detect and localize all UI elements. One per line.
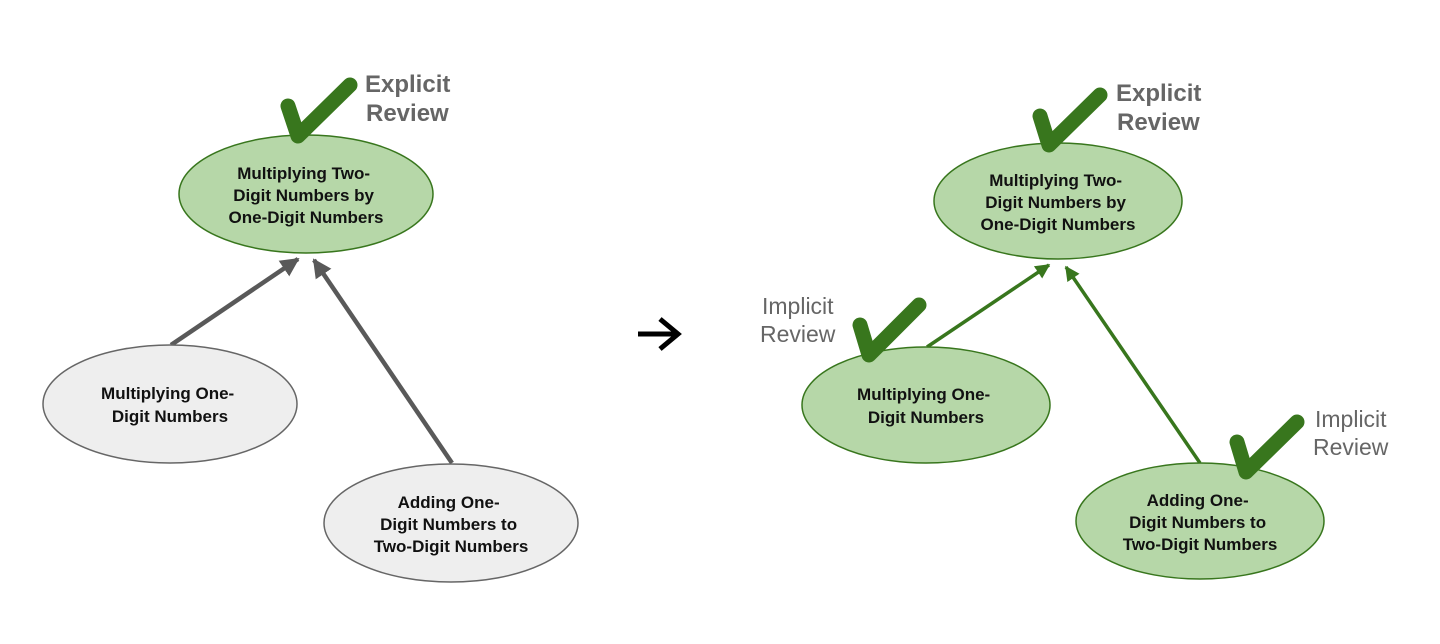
node-label-line: Two-Digit Numbers — [374, 537, 529, 556]
after-panel: Multiplying Two- Digit Numbers by One-Di… — [760, 80, 1393, 580]
review-label-line: Review — [1117, 109, 1200, 136]
checkmark-icon — [280, 77, 358, 144]
review-label-line: Implicit — [762, 293, 834, 319]
node-label-line: One-Digit Numbers — [981, 215, 1136, 234]
node-ellipse — [1075, 462, 1325, 580]
node-label-line: Multiplying Two- — [237, 164, 370, 183]
checkmark-icon — [852, 297, 927, 363]
node-b-left: Multiplying One- Digit Numbers — [42, 344, 298, 464]
node-label-line: Digit Numbers by — [233, 186, 374, 205]
review-label-implicit: Implicit Review — [760, 293, 840, 347]
node-label-line: Digit Numbers — [868, 408, 984, 427]
review-label-line: Review — [760, 321, 836, 347]
node-b-right: Adding One- Digit Numbers to Two-Digit N… — [323, 463, 579, 583]
review-label-line: Explicit — [365, 71, 450, 98]
node-label-line: Two-Digit Numbers — [1123, 535, 1278, 554]
node-label-line: Digit Numbers to — [1129, 513, 1266, 532]
node-label-line: One-Digit Numbers — [229, 208, 384, 227]
edge-b-right-to-b-top — [312, 258, 454, 465]
review-label-line: Explicit — [1116, 80, 1201, 107]
node-a-left: Multiplying One- Digit Numbers — [801, 346, 1051, 464]
checkmark-icon — [1229, 414, 1305, 480]
edge-b-left-to-b-top — [169, 257, 300, 347]
node-label: Adding One- Digit Numbers to Two-Digit N… — [374, 493, 529, 556]
node-label: Adding One- Digit Numbers to Two-Digit N… — [1123, 491, 1278, 554]
node-b-top: Multiplying Two- Digit Numbers by One-Di… — [178, 134, 434, 254]
review-label-line: Review — [1313, 434, 1389, 460]
node-label-line: Digit Numbers by — [985, 193, 1126, 212]
node-label-line: Adding One- — [398, 493, 500, 512]
node-label-line: Adding One- — [1147, 491, 1249, 510]
review-label-explicit: Explicit Review — [1116, 80, 1208, 136]
checkmark-icon — [1032, 87, 1108, 153]
node-a-top: Multiplying Two- Digit Numbers by One-Di… — [933, 142, 1183, 260]
node-a-right: Adding One- Digit Numbers to Two-Digit N… — [1075, 462, 1325, 580]
node-ellipse — [801, 346, 1051, 464]
node-label-line: Multiplying One- — [857, 385, 990, 404]
edge-a-right-to-a-top — [1064, 265, 1202, 464]
node-ellipse — [42, 344, 298, 464]
node-label-line: Digit Numbers to — [380, 515, 517, 534]
edge-a-left-to-a-top — [926, 263, 1051, 349]
node-label: Multiplying Two- Digit Numbers by One-Di… — [981, 171, 1136, 234]
node-label-line: Multiplying One- — [101, 384, 234, 403]
before-panel: Multiplying Two- Digit Numbers by One-Di… — [42, 71, 579, 583]
review-label-implicit: Implicit Review — [1313, 406, 1393, 460]
node-label: Multiplying One- Digit Numbers — [101, 384, 239, 426]
node-label-line: Digit Numbers — [112, 407, 228, 426]
node-label: Multiplying One- Digit Numbers — [857, 385, 995, 427]
review-label-line: Review — [366, 100, 449, 127]
node-label: Multiplying Two- Digit Numbers by One-Di… — [229, 164, 384, 227]
node-ellipse — [323, 463, 579, 583]
review-label-explicit: Explicit Review — [365, 71, 457, 127]
node-label-line: Multiplying Two- — [989, 171, 1122, 190]
review-label-line: Implicit — [1315, 406, 1387, 432]
transition-arrow-icon — [638, 317, 682, 351]
